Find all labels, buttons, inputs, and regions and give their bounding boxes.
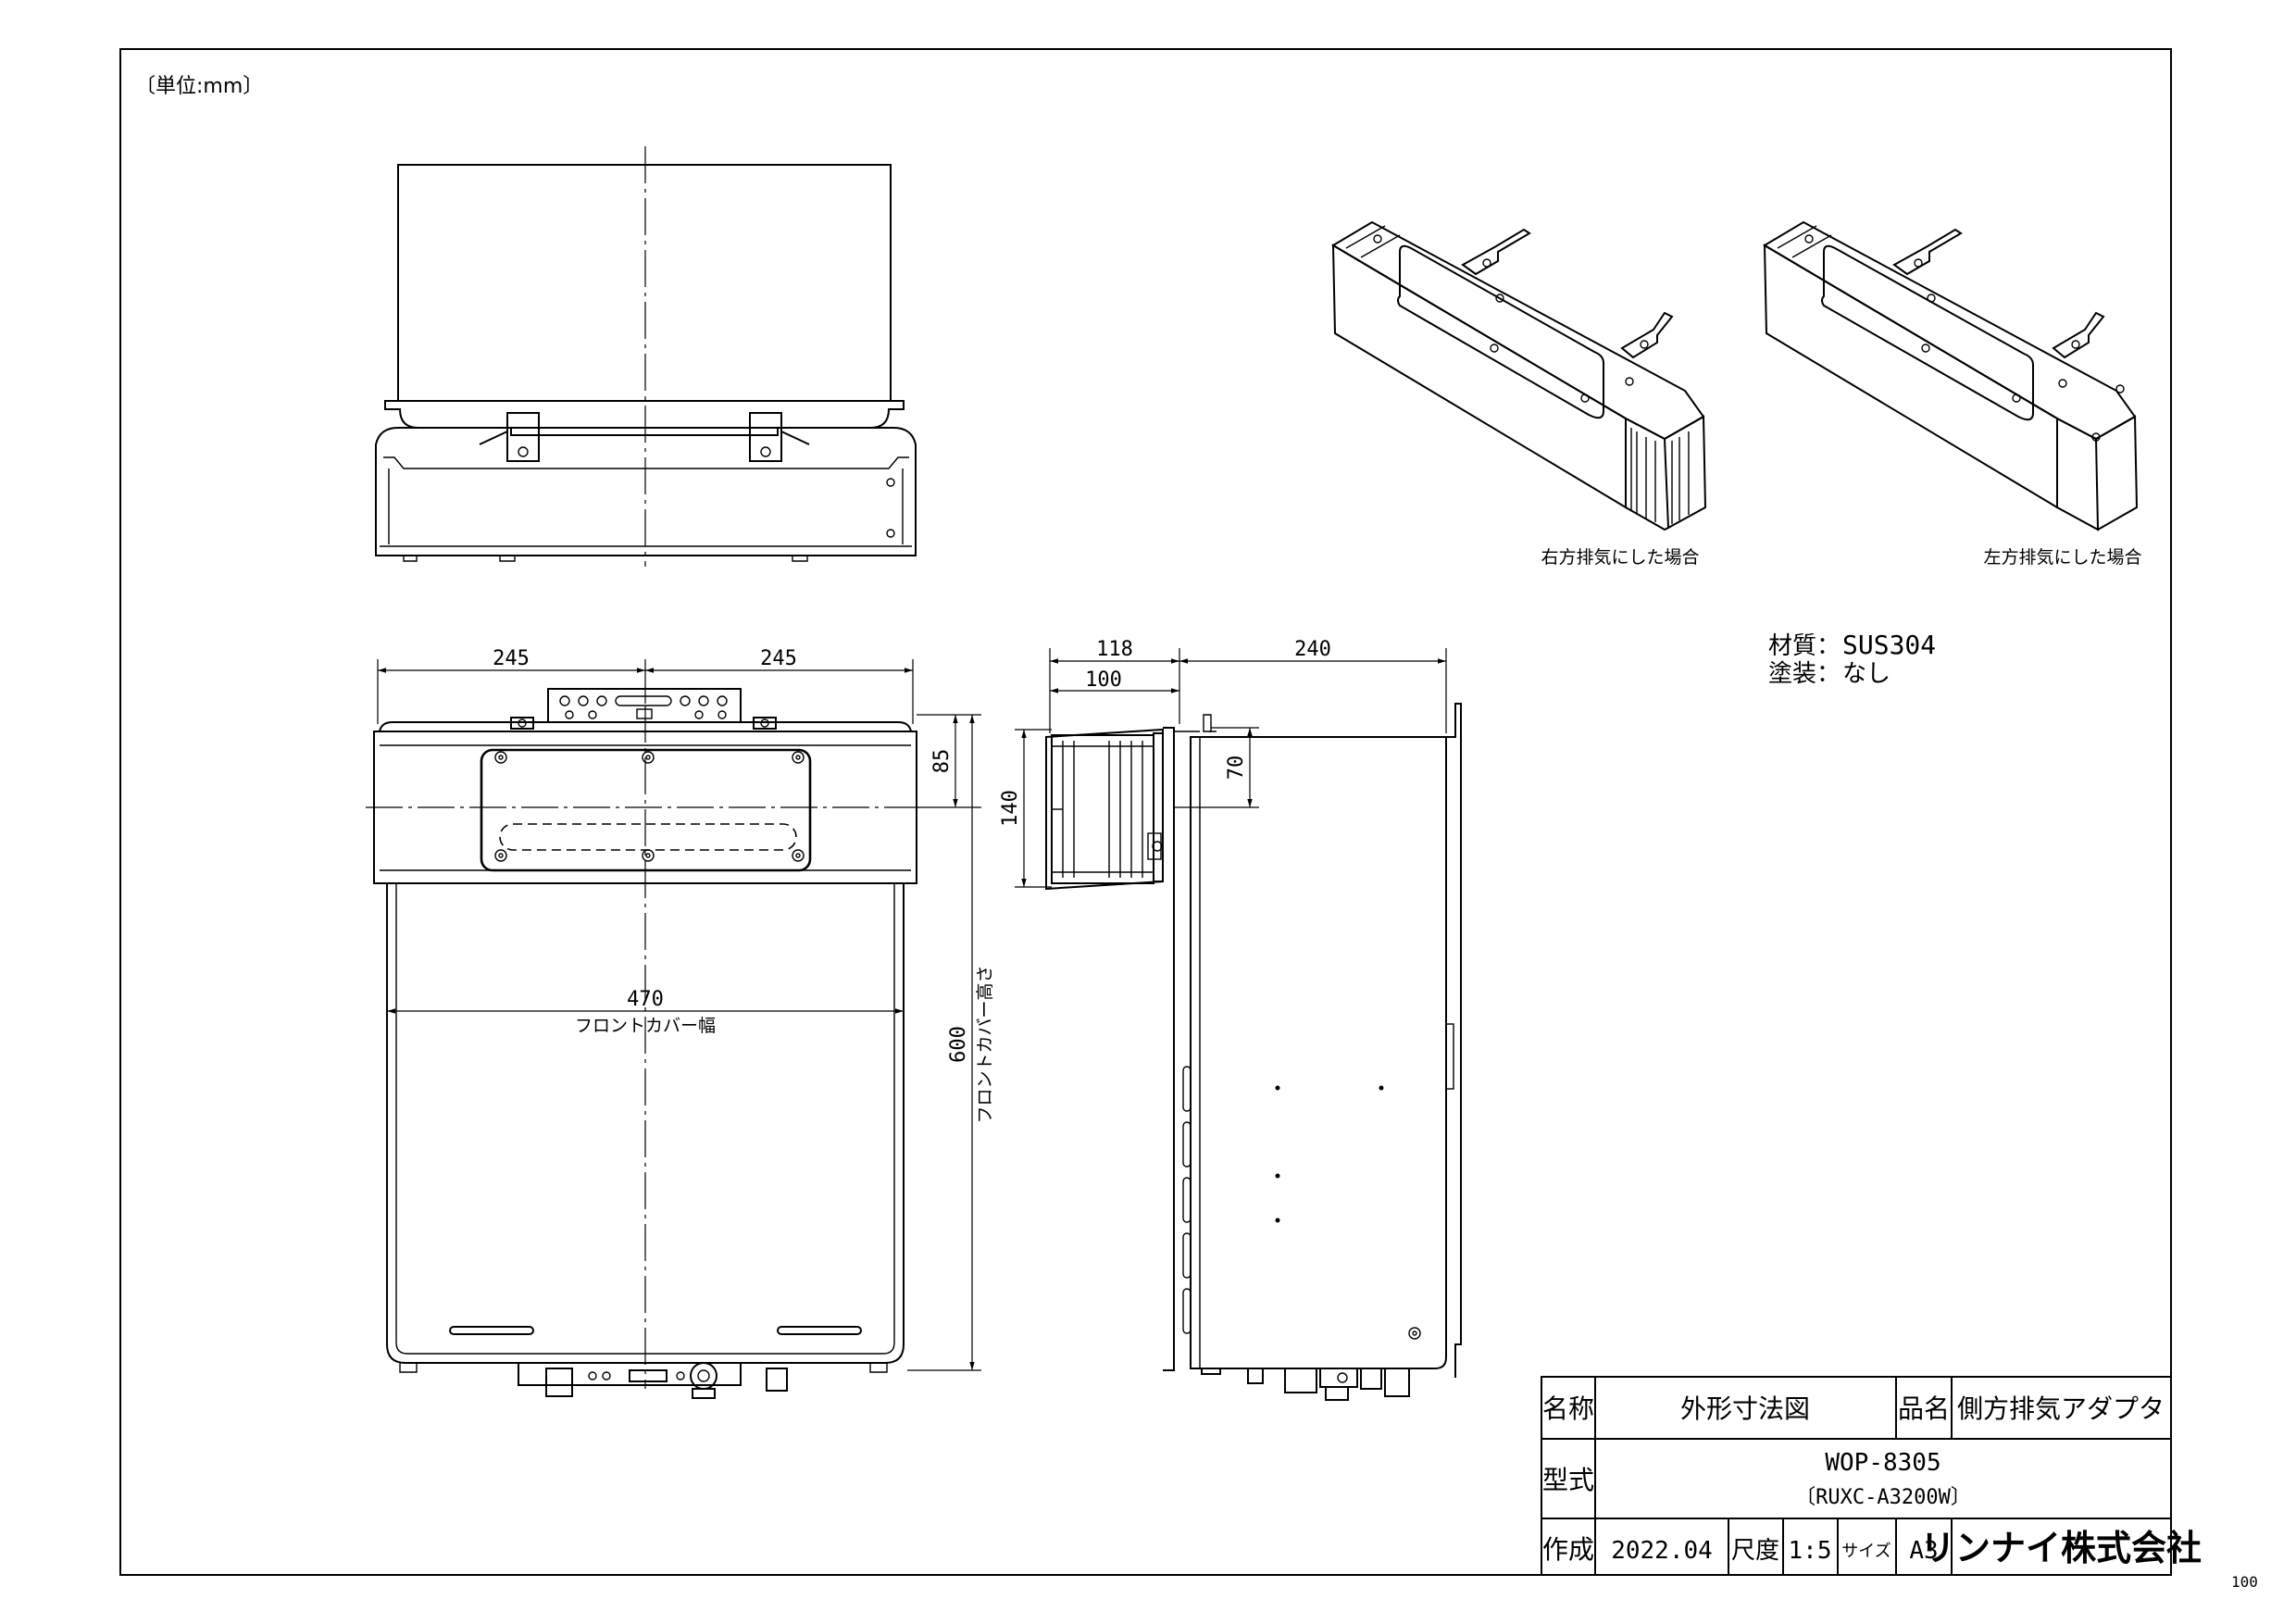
dim-side-offset: 70 xyxy=(1225,756,1248,781)
front-view xyxy=(366,688,918,1399)
unit-note: 〔単位:mm〕 xyxy=(135,75,263,98)
iso-right-caption: 右方排気にした場合 xyxy=(1541,547,1699,568)
dim-side-total-depth: 118 xyxy=(1096,638,1133,661)
dim-side-adapter-depth: 100 xyxy=(1085,668,1122,692)
title-model-sub: 〔RUXC-A3200W〕 xyxy=(1795,1486,1971,1509)
dim-front-right-width: 245 xyxy=(760,647,797,670)
iso-view-left-exhaust: 左方排気にした場合 xyxy=(1763,220,2142,568)
coating-value: なし xyxy=(1842,660,1890,688)
title-model-label: 型式 xyxy=(1542,1465,1594,1495)
title-block: 名称 外形寸法図 品名 側方排気アダプタ 型式 WOP-8305 〔RUXC-A… xyxy=(1541,1376,2202,1576)
material-separator: ： xyxy=(1816,632,1841,660)
dim-side-body-depth: 240 xyxy=(1294,638,1331,661)
title-product-label: 品名 xyxy=(1898,1393,1950,1424)
title-name-label: 名称 xyxy=(1542,1393,1594,1424)
front-view-dimensions: 245 245 470 フロントカバー幅 85 600 フロントカバー高さ xyxy=(377,647,995,1371)
page-number: 100 xyxy=(2231,1573,2258,1591)
dim-adapter-height: 140 xyxy=(999,790,1022,827)
material-label: 材質 xyxy=(1768,632,1816,660)
title-scale-value: 1:5 xyxy=(1789,1537,1832,1565)
title-model-value: WOP-8305 xyxy=(1825,1449,1940,1477)
company-name: リンナイ株式会社 xyxy=(1920,1528,2202,1568)
title-name-value: 外形寸法図 xyxy=(1680,1393,1810,1424)
material-value: SUS304 xyxy=(1842,630,1936,660)
title-size-label: サイズ xyxy=(1841,1542,1890,1561)
iso-view-right-exhaust: 右方排気にした場合 xyxy=(1331,220,1707,568)
dim-front-cover-height-label: フロントカバー高さ xyxy=(975,965,995,1123)
dim-adapter-offset: 85 xyxy=(930,749,954,774)
dim-front-left-width: 245 xyxy=(493,647,530,670)
title-created-value: 2022.04 xyxy=(1611,1537,1713,1565)
title-created-label: 作成 xyxy=(1542,1534,1594,1565)
iso-left-caption: 左方排気にした場合 xyxy=(1983,547,2141,568)
sheet-border xyxy=(119,48,2172,1576)
material-specs: 材質 ： SUS304 塗装 ： なし xyxy=(1768,630,1936,688)
title-scale-label: 尺度 xyxy=(1731,1537,1779,1565)
top-view xyxy=(375,146,917,567)
side-view xyxy=(1045,703,1462,1401)
title-size-value: A3 xyxy=(1909,1537,1938,1565)
coating-label: 塗装 xyxy=(1768,660,1816,688)
dim-front-cover-width: 470 xyxy=(627,988,664,1011)
dim-front-cover-height: 600 xyxy=(947,1026,970,1063)
title-product-value: 側方排気アダプタ xyxy=(1957,1393,2165,1424)
dim-front-cover-width-label: フロントカバー幅 xyxy=(575,1016,716,1036)
side-view-dimensions: 118 100 240 140 70 xyxy=(999,638,1447,888)
coating-separator: ： xyxy=(1816,660,1841,688)
